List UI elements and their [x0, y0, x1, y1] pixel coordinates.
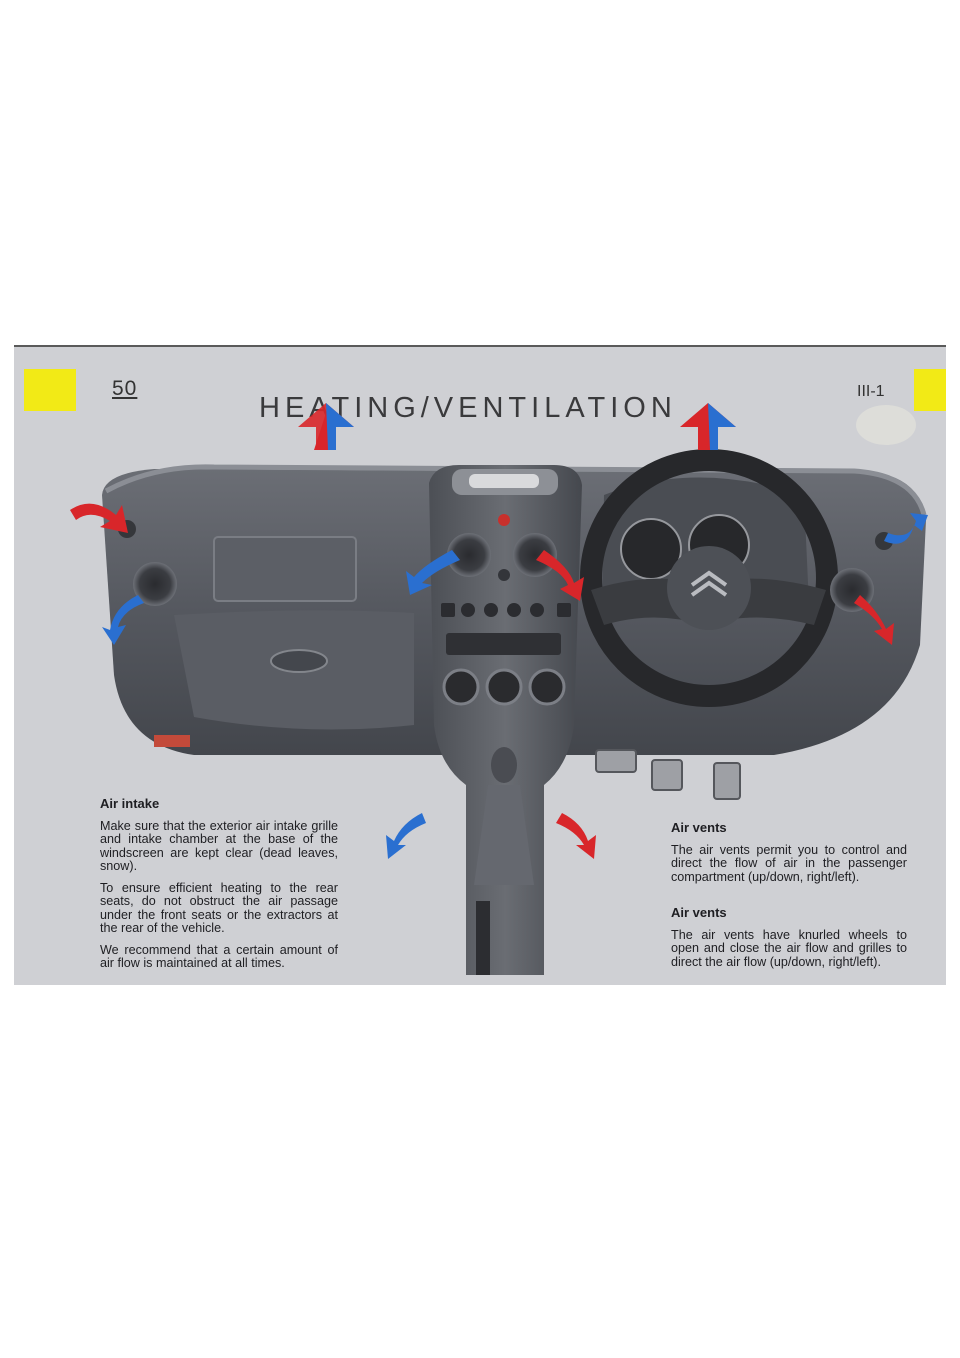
glovebox-panel	[213, 536, 357, 602]
gear-boot	[474, 785, 534, 885]
air-intake-paragraph-1: Make sure that the exterior air intake g…	[100, 818, 338, 873]
arrow-up-right	[680, 403, 736, 450]
top-rule	[14, 345, 946, 347]
heater-dials	[442, 668, 566, 706]
arrow-right-top	[884, 513, 928, 544]
arrow-up-left	[298, 403, 354, 450]
steering-wheel-hub	[667, 546, 751, 630]
gear-knob	[491, 747, 517, 783]
air-intake-paragraph-2: To ensure efficient heating to the rear …	[100, 880, 338, 935]
hazard-light	[469, 474, 539, 488]
steering-wheel-rim	[580, 449, 838, 707]
section-code: III-1	[857, 383, 885, 400]
air-vents-heading-1: Air vents	[671, 820, 727, 835]
arrow-centre-left	[406, 550, 460, 595]
page-number: 50	[112, 377, 138, 400]
citroen-chevrons-icon	[690, 570, 728, 597]
airflow-arrows	[70, 403, 928, 859]
vent-centre-right	[513, 533, 557, 577]
pedals	[595, 749, 741, 800]
arrow-left-top	[70, 503, 128, 533]
corner-decoration	[856, 405, 916, 445]
control-buttons	[441, 603, 571, 617]
arrow-centre-right	[536, 550, 584, 601]
yellow-tab-left	[24, 369, 76, 411]
warning-button	[498, 514, 510, 526]
air-vents-paragraph-2: The air vents have knurled wheels to ope…	[671, 927, 907, 969]
glovebox-handle	[270, 649, 328, 673]
arrow-floor-left	[386, 813, 426, 859]
yellow-tab-right	[914, 369, 946, 411]
dashboard-illustration	[70, 403, 928, 975]
vent-left-side	[133, 562, 177, 606]
dashboard-top-edge	[104, 464, 927, 516]
arrow-floor-right	[556, 813, 596, 859]
handbrake	[476, 901, 490, 975]
radio-slot	[446, 633, 561, 655]
centre-knob-small	[498, 569, 510, 581]
arrow-right-low	[854, 595, 894, 645]
air-intake-heading: Air intake	[100, 796, 160, 811]
air-vents-paragraph-1: The air vents permit you to control and …	[671, 842, 907, 884]
manual-page: 50 HEATING/VENTILATION III-1	[14, 345, 946, 985]
air-vents-section-1: Air vents The air vents permit you to co…	[671, 821, 907, 892]
air-vents-section-2: Air vents The air vents have knurled whe…	[671, 906, 907, 977]
air-intake-section: Air intake Make sure that the exterior a…	[100, 797, 338, 979]
air-vents-heading-2: Air vents	[671, 905, 727, 920]
centre-console	[429, 465, 582, 975]
arrow-left-low	[102, 595, 144, 645]
bracket	[154, 735, 190, 747]
vent-centre-left	[447, 533, 491, 577]
air-intake-paragraph-3: We recommend that a certain amount of ai…	[100, 942, 338, 970]
